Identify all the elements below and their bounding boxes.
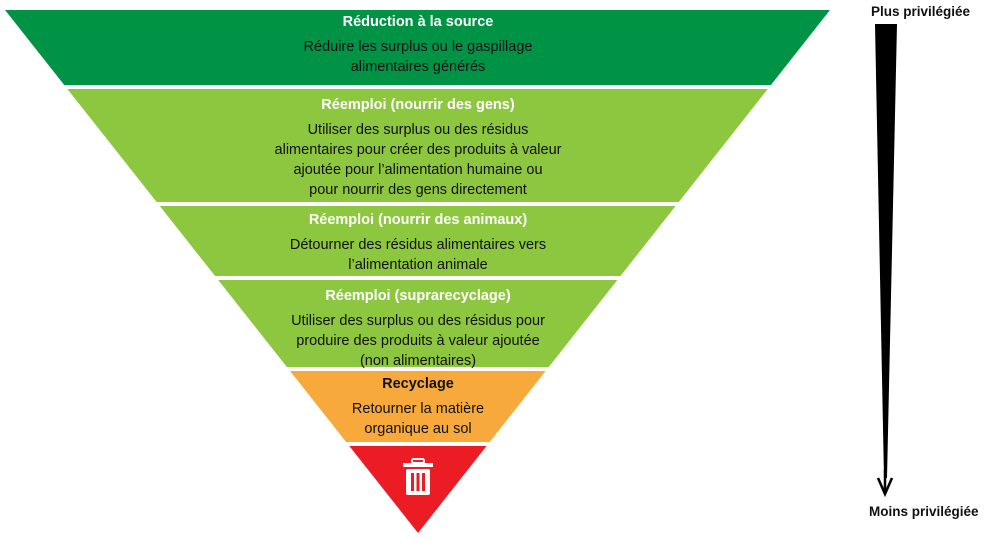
tier-description-line: pour nourrir des gens directement <box>309 182 527 198</box>
tier-description-line: l’alimentation animale <box>348 257 488 273</box>
tier-reuse-people <box>67 89 768 202</box>
tier-description-line: Utiliser des surplus ou des résidus pour <box>291 313 545 329</box>
tier-description-line: Retourner la matière <box>351 401 485 417</box>
tier-description-line: Détourner des résidus alimentaires vers <box>289 237 547 253</box>
tier-upcycling-text: Réemploi (suprarecyclage) Utiliser des su… <box>291 286 545 371</box>
tier-title: Réduction à la source <box>342 14 494 30</box>
tier-description-line: organique au sol <box>364 421 472 437</box>
tier-description-line: ajoutée pour l’alimentation humaine ou <box>293 162 543 178</box>
tier-title: Recyclage <box>382 376 454 392</box>
tier-reuse-animals <box>159 206 676 276</box>
tier-reuse-animals-text: Réemploi (nourrir des animaux) Détourner … <box>290 210 546 275</box>
tier-description: Réduire les surplus ou le gaspillage alim… <box>304 37 533 77</box>
tier-description-line: (non alimentaires) <box>359 353 477 369</box>
priority-wedge <box>875 24 897 478</box>
tier-description-line: Utiliser des surplus ou des résidus <box>307 122 529 138</box>
tier-title: Réemploi (nourrir des animaux) <box>308 212 528 228</box>
tier-description-line: alimentaires pour créer des produits à v… <box>274 142 562 158</box>
tier-description: Utiliser des surplus ou des résidus pour… <box>291 311 545 371</box>
tier-recycling <box>290 371 546 442</box>
trash-can-icon <box>403 458 433 495</box>
label-least-preferred: Moins privilégiée <box>869 504 979 519</box>
tier-description-line: alimentaires générés <box>350 59 486 75</box>
tier-description-line: Réduire les surplus ou le gaspillage <box>303 39 533 55</box>
tier-title: Réemploi (suprarecyclage) <box>325 288 511 304</box>
tier-description: Utiliser des surplus ou des résidus alime… <box>275 120 562 200</box>
tier-source-reduction <box>5 10 830 85</box>
tier-description: Détourner des résidus alimentaires vers l… <box>290 235 546 275</box>
label-most-preferred: Plus privilégiée <box>871 4 971 19</box>
tier-description-line: produire des produits à valeur ajoutée <box>296 333 540 349</box>
tier-description: Retourner la matière organique au sol <box>352 399 484 439</box>
tier-title: Réemploi (nourrir des gens) <box>321 97 515 113</box>
tier-upcycling <box>218 280 618 367</box>
tier-reuse-people-text: Réemploi (nourrir des gens) Utiliser des … <box>275 95 562 200</box>
